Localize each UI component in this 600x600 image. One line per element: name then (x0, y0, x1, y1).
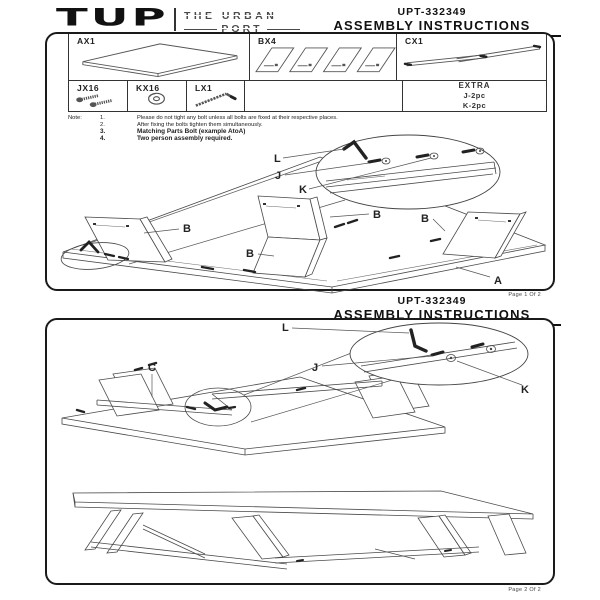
note-number: 2. (100, 121, 105, 128)
label-k: K (521, 384, 529, 396)
notes-section: Note: 1. Please do not tight any bolt un… (68, 115, 538, 143)
detail-circle (315, 134, 501, 210)
label-l: L (274, 153, 281, 165)
finished-middle-leg (231, 514, 290, 560)
finished-table (72, 490, 534, 570)
detail-ellipse-small (184, 387, 252, 427)
label-b2: B (373, 209, 381, 221)
part-id-bx4: BX4 (258, 36, 277, 46)
part-id-lx1: LX1 (195, 83, 213, 93)
label-a: A (494, 275, 502, 287)
note-row: 2. After fixing the bolts tighten them s… (68, 122, 538, 129)
brand-logo: TUP (56, 3, 169, 32)
part-cell-spacer (245, 81, 403, 112)
part-id-ax1: AX1 (77, 36, 96, 46)
part-id-jx16: JX16 (77, 83, 100, 93)
leg-b-middle-front (252, 236, 328, 278)
diagram1-labels: L J K B B B B A (143, 148, 502, 287)
label-b3: B (421, 213, 429, 225)
page-2: L J K C (45, 318, 555, 585)
brand-name-top: THE URBAN (184, 10, 300, 22)
part-cell-cx1: CX1 (397, 34, 547, 81)
base-frame-drawing (403, 44, 542, 67)
leg-b-middle-back (257, 195, 328, 241)
bolt-marks (200, 218, 442, 274)
finished-brace (274, 546, 480, 564)
page2-footer: Page 2 Of 2 (508, 587, 541, 593)
extra-title: EXTRA (458, 81, 491, 91)
label-l: L (282, 322, 289, 334)
allen-key-icon (195, 92, 237, 107)
assembly-diagram-step2: L J K C (61, 322, 534, 570)
washer-icon (148, 92, 165, 105)
allen-key-detail (342, 139, 368, 160)
label-c: C (148, 362, 156, 374)
part-cell-bx4: BX4 (250, 34, 397, 81)
note-number: 1. (100, 115, 105, 121)
allen-key-detail (409, 328, 428, 353)
note-number: 3. (100, 128, 106, 136)
doc-title: ASSEMBLY INSTRUCTIONS (333, 18, 531, 33)
base-assembly (61, 361, 446, 456)
extra-line-k: K-2pc (462, 101, 487, 111)
note-number: 4. (100, 135, 106, 143)
finished-left-leg (84, 509, 288, 570)
leg-b-left (84, 216, 173, 263)
extra-line-j: J-2pc (463, 91, 486, 101)
page-1: AX1 BX4 CX1 (45, 32, 555, 294)
note-text: Please do not tight any bolt unless all … (137, 115, 338, 121)
part-cell-jx16: JX16 (68, 81, 128, 112)
note-row: 4. Two person assembly required. (68, 135, 538, 142)
part-id-kx16: KX16 (136, 83, 160, 93)
notes-label: Note: (68, 115, 82, 121)
label-b4: B (246, 248, 254, 260)
note-row: Note: 1. Please do not tight any bolt un… (68, 115, 538, 122)
note-row: 3. Matching Parts Bolt (example AtoA) (68, 128, 538, 135)
detail-ellipse-small (60, 239, 130, 270)
assembly-diagram-step1: L J K B B B B A (60, 134, 547, 294)
part-cell-lx1: LX1 (187, 81, 245, 112)
part-cell-ax1: AX1 (68, 34, 250, 81)
note-text: Matching Parts Bolt (example AtoA) (137, 128, 246, 136)
label-b1: B (183, 223, 191, 235)
tabletop-panel-drawing (82, 43, 238, 77)
brand-rule-left (184, 28, 218, 30)
part-cell-kx16: KX16 (128, 81, 187, 112)
label-j: J (312, 362, 318, 374)
note-text: Two person assembly required. (137, 135, 233, 143)
parts-grid: AX1 BX4 CX1 (68, 34, 547, 112)
detail-circle (349, 322, 529, 386)
finished-right-legs (417, 513, 527, 558)
logo-divider (174, 8, 176, 31)
extra-parts-cell: EXTRA J-2pc K-2pc (403, 81, 547, 112)
bolt-icon (76, 94, 113, 108)
part-id-cx1: CX1 (405, 36, 424, 46)
leg-panels-drawing (255, 47, 396, 73)
leg-b-right (442, 211, 527, 259)
diagram2-labels: L J K C (148, 322, 529, 397)
label-k: K (299, 184, 307, 196)
magnifier-cone-lines (243, 349, 400, 423)
doc-code: UPT-332349 (397, 6, 467, 18)
brand-rule-right (266, 28, 301, 30)
note-text: After fixing the bolts tighten them simu… (137, 121, 263, 128)
page1-header: TUP THE URBAN PORT UPT-332349 ASSEMBLY I… (0, 0, 600, 37)
doc-code: UPT-332349 (397, 295, 467, 307)
page1-footer: Page 1 Of 2 (508, 292, 541, 298)
label-j: J (275, 170, 281, 182)
